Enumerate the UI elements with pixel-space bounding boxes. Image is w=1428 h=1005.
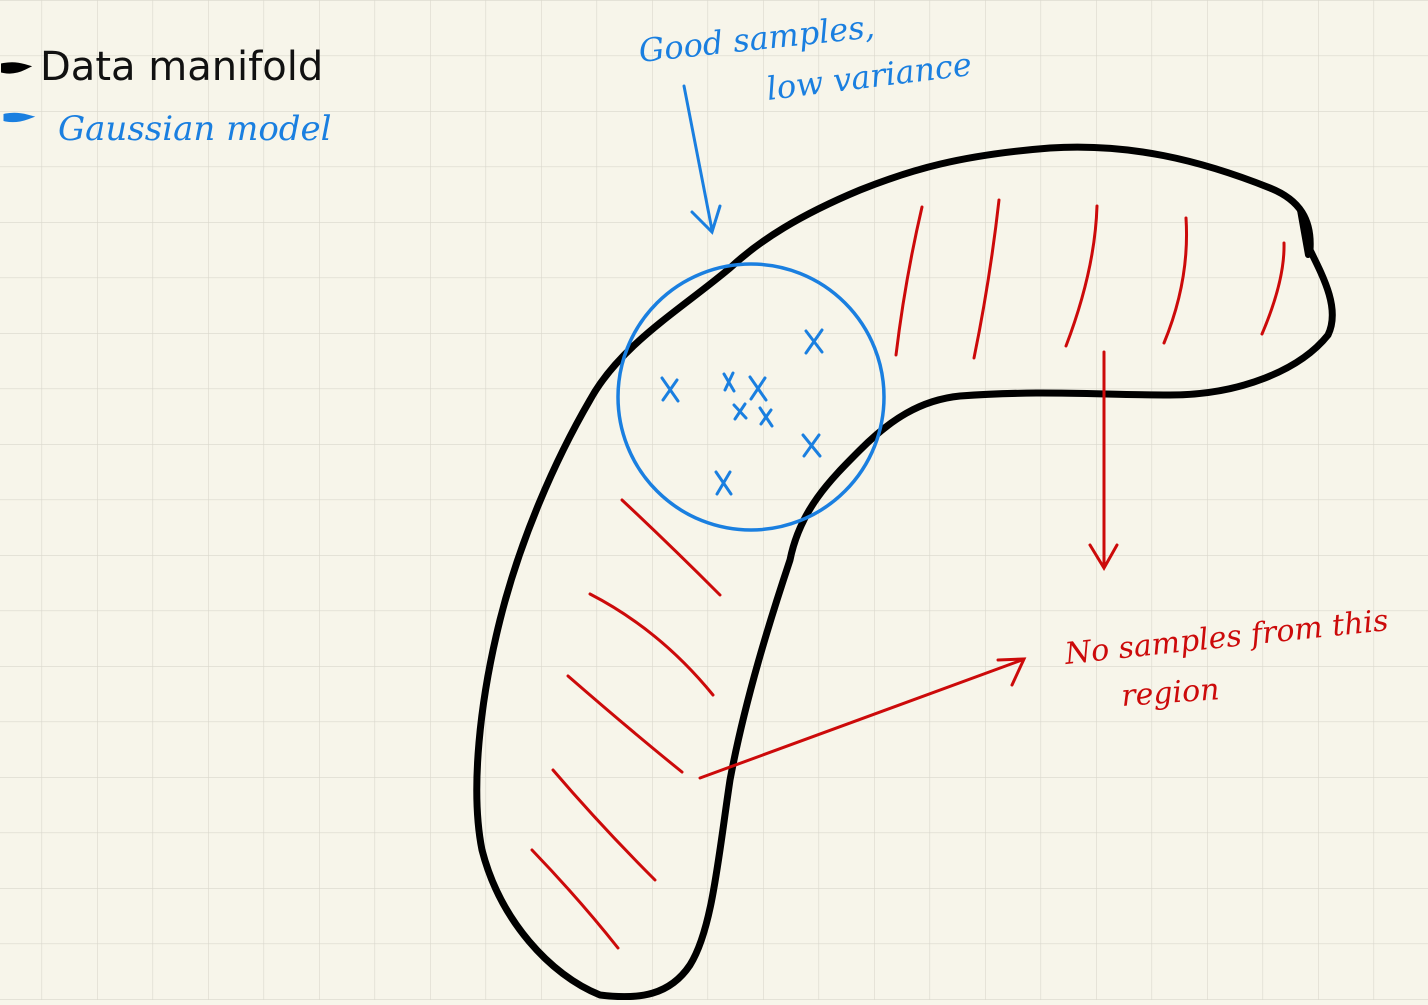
legend-blue-swatch-icon [3, 112, 36, 123]
hatch-stroke [551, 768, 657, 882]
sample-x-mark-icon [714, 470, 733, 496]
hatch-stroke [894, 205, 924, 357]
sample-x-mark-icon [748, 375, 768, 402]
arrow-shaft [682, 84, 714, 232]
region-label: region [1120, 672, 1220, 714]
hatch-stroke [972, 198, 1001, 360]
sample-x-mark-icon [804, 328, 824, 355]
arrow-shaft [698, 658, 1024, 780]
arrow-head-icon [1088, 543, 1119, 571]
sample-x-mark-icon [722, 371, 736, 393]
sample-x-mark-icon [801, 433, 822, 458]
gaussian-samples [660, 328, 824, 496]
sample-x-mark-icon [660, 376, 680, 403]
data-manifold-outline [473, 143, 1336, 1001]
sample-x-mark-icon [758, 406, 774, 428]
good-samples-arrow [682, 84, 722, 235]
hatch-stroke [530, 848, 620, 950]
legend: Data manifold Gaussian model [0, 44, 332, 149]
arrow-head-icon [996, 657, 1027, 687]
hatch-stroke [1162, 216, 1188, 345]
manifold-tip-stroke [1297, 207, 1311, 258]
hatch-stroke [588, 592, 715, 697]
hatch-stroke [1260, 241, 1286, 336]
legend-black-swatch-icon [0, 62, 33, 74]
arrow-head-icon [690, 204, 722, 235]
sample-x-mark-icon [732, 402, 748, 421]
hatch-stroke [566, 674, 684, 774]
hatch-stroke [1064, 204, 1099, 348]
missing-region-upper-hatch [894, 198, 1286, 360]
hatch-stroke [620, 498, 722, 597]
legend-gaussian-model: Gaussian model [58, 109, 332, 149]
gaussian-model-circle [616, 262, 886, 532]
missing-region-lower-hatch [530, 498, 722, 950]
missing-region-arrows [698, 350, 1119, 780]
legend-data-manifold: Data manifold [40, 44, 323, 90]
